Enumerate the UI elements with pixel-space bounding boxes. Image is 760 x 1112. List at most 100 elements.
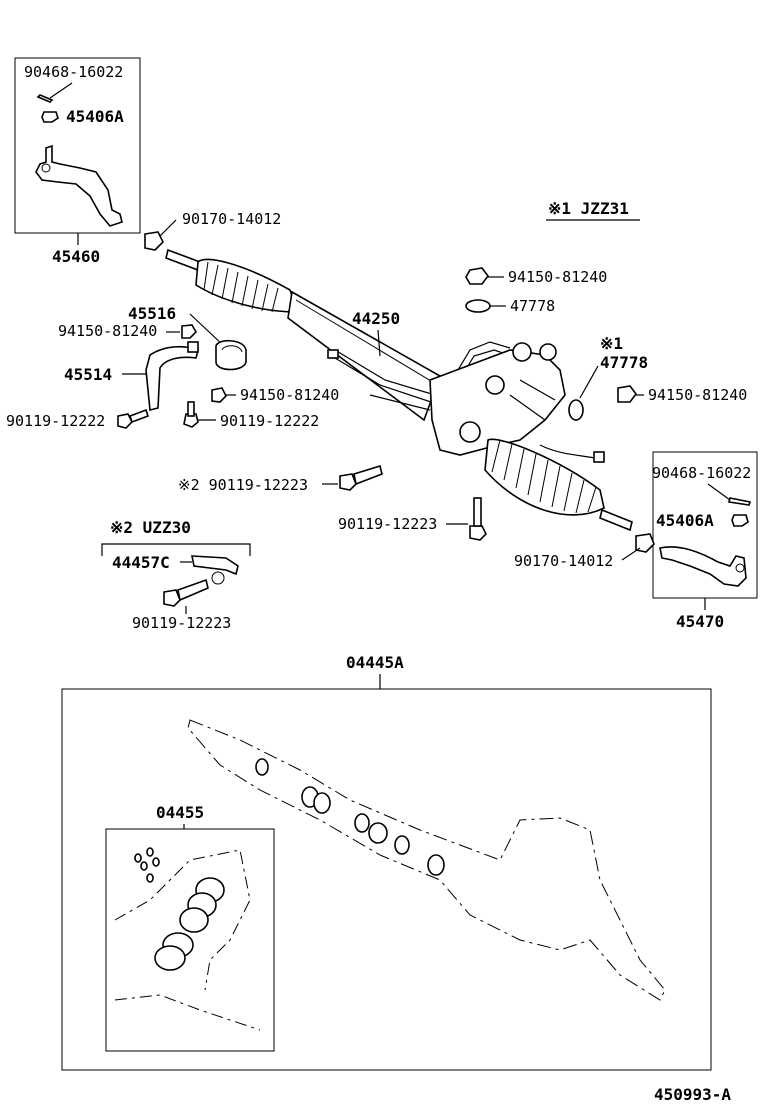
left-tie-rod-end-group: 90468-16022 45406A 45460 <box>14 57 141 266</box>
lock-nut-right-icon <box>635 533 655 553</box>
small-seal-b-icon <box>146 847 154 857</box>
label-kit-04445a: 04445A <box>346 653 404 672</box>
bolt-90119-12223-note2-head-icon <box>339 473 357 491</box>
sensor-wire <box>539 444 596 459</box>
cotter-pin-left-icon <box>36 94 54 103</box>
valve-mount-hole <box>459 421 481 443</box>
clamp-44457c-ring <box>211 571 225 585</box>
nut-94150-left-icon <box>181 324 197 339</box>
rack-housing-outline <box>187 719 666 1001</box>
label-model-jzz31: ※1 JZZ31 <box>548 199 629 218</box>
lock-nut-left-icon <box>144 231 164 251</box>
label-tie-rod-end-left: 45460 <box>52 247 100 266</box>
leader-nut-right <box>621 547 641 561</box>
castle-nut-right-icon <box>731 514 749 527</box>
steering-rack-assembly <box>165 248 633 532</box>
tie-rod-end-left-icon <box>35 144 123 227</box>
valve-outline <box>114 849 251 991</box>
valve-fitting-a <box>512 342 532 362</box>
bolt-90119-12223-bottom-head-icon <box>163 589 181 607</box>
label-bolt-90119-12223-mid: 90119-12223 <box>338 515 437 533</box>
label-nut-94150-left: 94150-81240 <box>58 322 157 340</box>
nut-94150-top-icon <box>465 267 489 285</box>
bolt-90119-12222-a-head-icon <box>117 413 133 429</box>
rack-housing-tube-icon <box>287 290 441 422</box>
seal-04445a-d-icon <box>354 813 370 833</box>
seal-04445a-c-icon <box>313 792 331 814</box>
small-seal-e-icon <box>146 873 154 883</box>
left-tie-rod-end-box <box>14 57 141 234</box>
label-part-44457c: 44457C <box>112 553 170 572</box>
label-bolt-90119-12223-note2: ※2 90119-12223 <box>178 476 308 494</box>
tie-rod-end-right-ball <box>735 563 745 573</box>
clamp-44457c-icon <box>191 555 239 576</box>
rack-boot-left-icon <box>195 258 300 313</box>
label-bracket-45514: 45514 <box>64 365 112 384</box>
seal-04445a-e-icon <box>368 822 388 844</box>
seal-04455-e-icon <box>154 945 186 971</box>
bolt-90119-12223-mid-shank-icon <box>473 497 482 527</box>
tie-rod-end-left-ball <box>41 163 51 173</box>
leader-cotter-pin-right <box>707 483 731 501</box>
bushing-45516-detail <box>221 345 243 353</box>
bracket-45514-icon <box>145 345 199 412</box>
small-seal-c-icon <box>140 861 148 871</box>
label-bolt-90119-12222-a: 90119-12222 <box>6 412 105 430</box>
valve-outline-lower <box>114 994 261 1031</box>
right-tie-rod-end-group: 90468-16022 45406A 45470 <box>652 451 758 631</box>
seal-04455-c-icon <box>179 907 209 933</box>
label-bolt-90119-12222-b: 90119-12222 <box>220 412 319 430</box>
label-nut-94150-right: 94150-81240 <box>648 386 747 404</box>
washer-47778-top-icon <box>465 299 491 313</box>
fluid-lines-left <box>329 349 446 411</box>
bolt-90119-12222-a-shank-icon <box>128 408 150 424</box>
inner-tie-rod-left-icon <box>165 248 201 272</box>
cotter-pin-right-icon <box>728 497 752 506</box>
rack-boot-right-ribs <box>491 439 597 514</box>
sensor-connector <box>593 451 605 463</box>
label-cotter-pin-left: 90468-16022 <box>24 63 123 81</box>
seal-04445a-g-icon <box>427 854 445 876</box>
label-nut-94150-top: 94150-81240 <box>508 268 607 286</box>
nut-94150-right-icon <box>617 385 637 403</box>
label-diagram-number: 450993-A <box>654 1085 731 1104</box>
bracket-uzz30 <box>101 543 251 556</box>
kit-04445a-parts <box>187 719 666 1001</box>
small-seal-d-icon <box>152 857 160 867</box>
kit-04455-parts <box>114 847 261 1031</box>
small-seal-a-icon <box>134 853 142 863</box>
leader-nut-left <box>159 219 177 237</box>
bolt-90119-12223-bottom-shank-icon <box>177 578 209 602</box>
label-bolt-90119-12223-bottom: 90119-12223 <box>132 614 231 632</box>
leader-cotter-pin-left <box>49 82 73 99</box>
bolt-90119-12223-mid-head-icon <box>469 525 487 541</box>
label-model-uzz30: ※2 UZZ30 <box>110 518 191 537</box>
label-washer-47778-top: 47778 <box>510 297 555 315</box>
valve-fitting-b <box>539 343 557 361</box>
rack-boot-left-ribs <box>203 261 279 313</box>
label-note1-mark: ※1 <box>600 334 623 353</box>
nut-94150-mid-icon <box>211 387 227 403</box>
label-nut-right-inner: 90170-14012 <box>514 552 613 570</box>
tie-rod-end-right-icon <box>659 546 747 587</box>
label-nut-left-inner: 90170-14012 <box>182 210 281 228</box>
label-nut-45406a-left: 45406A <box>66 107 124 126</box>
label-tie-rod-end-right: 45470 <box>676 612 724 631</box>
seal-04445a-f-icon <box>394 835 410 855</box>
inner-tie-rod-right-icon <box>599 508 633 532</box>
leader-washer-47778-right <box>579 365 599 399</box>
rack-housing-highlight <box>295 299 437 385</box>
label-cotter-pin-right: 90468-16022 <box>652 464 751 482</box>
castle-nut-left-icon <box>41 111 59 123</box>
label-washer-47778-right: 47778 <box>600 353 648 372</box>
valve-fitting-c <box>485 375 505 395</box>
leader-44250 <box>377 329 381 357</box>
label-part-45516: 45516 <box>128 304 176 323</box>
kit-04455-box <box>105 828 275 1052</box>
label-nut-45406a-right: 45406A <box>656 511 714 530</box>
label-nut-94150-mid: 94150-81240 <box>240 386 339 404</box>
leader-45516 <box>189 313 225 347</box>
bushing-45516-icon <box>215 339 247 371</box>
bolt-90119-12222-b-shank-icon <box>187 401 195 417</box>
label-rack-44250: 44250 <box>352 309 400 328</box>
